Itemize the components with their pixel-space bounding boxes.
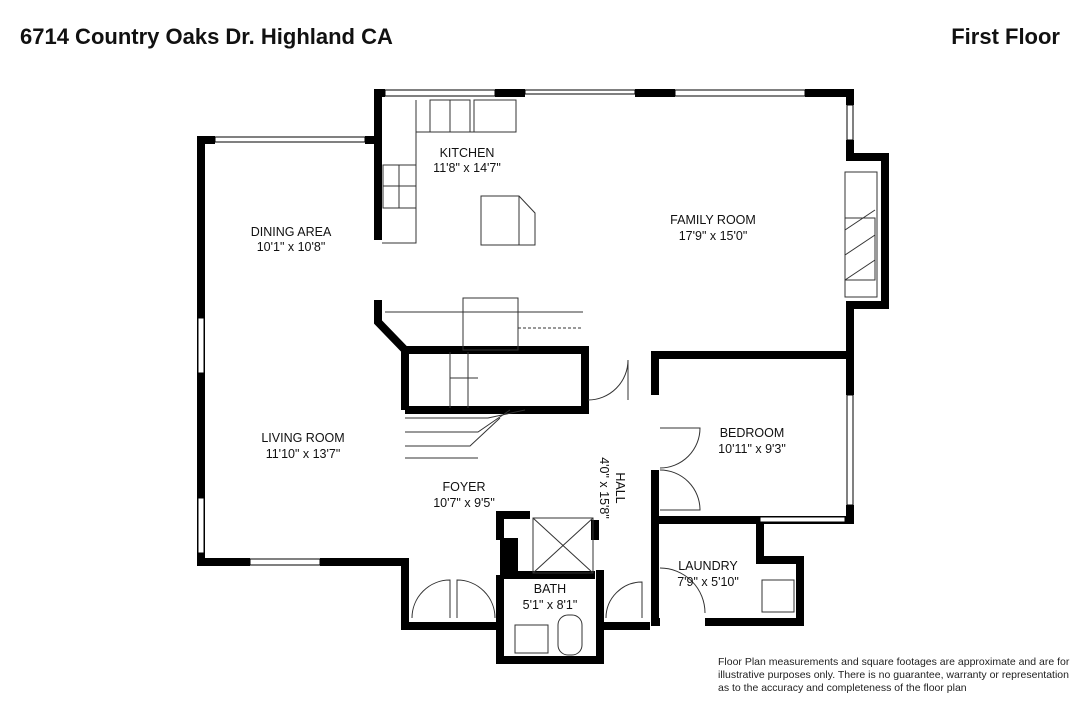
floor-title: First Floor xyxy=(951,24,1060,49)
room-size: 10'1" x 10'8" xyxy=(257,240,326,254)
room-labels: KITCHEN 11'8" x 14'7" FAMILY ROOM 17'9" … xyxy=(251,146,786,612)
room-size: 11'10" x 13'7" xyxy=(266,447,341,461)
room-name: LAUNDRY xyxy=(678,559,738,573)
address-title: 6714 Country Oaks Dr. Highland CA xyxy=(20,24,393,49)
room-name: FOYER xyxy=(442,480,485,494)
fixtures xyxy=(382,99,878,656)
room-size: 10'7" x 9'5" xyxy=(433,496,495,510)
room-name: BEDROOM xyxy=(720,426,785,440)
room-size: 5'1" x 8'1" xyxy=(523,598,578,612)
closet-block xyxy=(500,538,518,573)
room-name: DINING AREA xyxy=(251,225,332,239)
walls xyxy=(197,89,889,664)
room-name: FAMILY ROOM xyxy=(670,213,756,227)
windows xyxy=(197,89,854,566)
room-size: 7'9" x 5'10" xyxy=(677,575,739,589)
room-size: 11'8" x 14'7" xyxy=(433,161,501,175)
room-size: 4'0" x 15'8" xyxy=(597,457,611,519)
room-size: 10'11" x 9'3" xyxy=(718,442,786,456)
room-name: HALL xyxy=(613,472,627,503)
disclaimer: Floor Plan measurements and square foota… xyxy=(718,656,1070,694)
room-name: KITCHEN xyxy=(440,146,495,160)
room-size: 17'9" x 15'0" xyxy=(679,229,748,243)
room-name: BATH xyxy=(534,582,566,596)
room-name: LIVING ROOM xyxy=(261,431,344,445)
